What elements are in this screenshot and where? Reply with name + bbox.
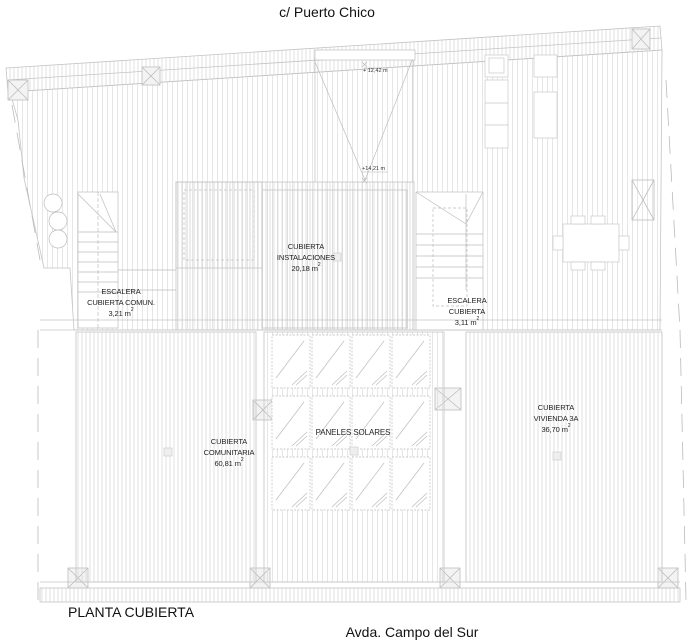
area-name-line1: CUBIERTA [210,437,248,446]
instalaciones-block [175,181,415,331]
level-top-marker: + 12,42 m [363,68,388,74]
area-name-line2: CUBIERTA COMUN. [87,298,155,307]
area-label-cubierta-instalaciones: CUBIERTA INSTALACIONES 20,18 m2 [277,241,335,274]
area-label-escalera-cubierta: ESCALERA CUBIERTA 3,11 m2 [447,295,486,328]
furniture [484,54,630,271]
street-bottom-label: Avda. Campo del Sur [345,624,479,640]
area-name-line2: COMUNITARIA [203,448,255,457]
area-name-line1: ESCALERA [101,287,141,296]
area-value: 20,18 m2 [291,262,321,274]
street-top-label: c/ Puerto Chico [279,4,375,20]
area-value: 36,70 m2 [541,423,571,435]
area-value: 60,81 m2 [214,457,244,469]
solar-panels-label: PANELES SOLARES [315,428,391,437]
left-stair [43,191,176,329]
area-value: 3,21 m2 [108,307,134,319]
level-ridge-marker: +14,21 m [362,166,386,172]
area-label-escalera-cubierta-comun: ESCALERA CUBIERTA COMUN. 3,21 m2 [87,286,155,319]
area-name-line1: CUBIERTA [537,403,575,412]
area-name-line2: INSTALACIONES [276,253,336,262]
skylight [314,49,416,184]
area-value: 3,11 m2 [454,316,480,328]
area-label-cubierta-comunitaria: CUBIERTA COMUNITARIA 60,81 m2 [204,436,255,469]
drawing-title: PLANTA CUBIERTA [68,604,195,620]
area-name-line1: CUBIERTA [287,242,325,251]
area-name-line1: ESCALERA [447,296,487,305]
area-name-line2: CUBIERTA [448,307,486,316]
area-name-line2: VIVIENDA 3A [533,414,579,423]
area-label-cubierta-vivienda-3a: CUBIERTA VIVIENDA 3A 36,70 m2 [534,402,579,435]
solar-panel-grid [271,334,431,511]
